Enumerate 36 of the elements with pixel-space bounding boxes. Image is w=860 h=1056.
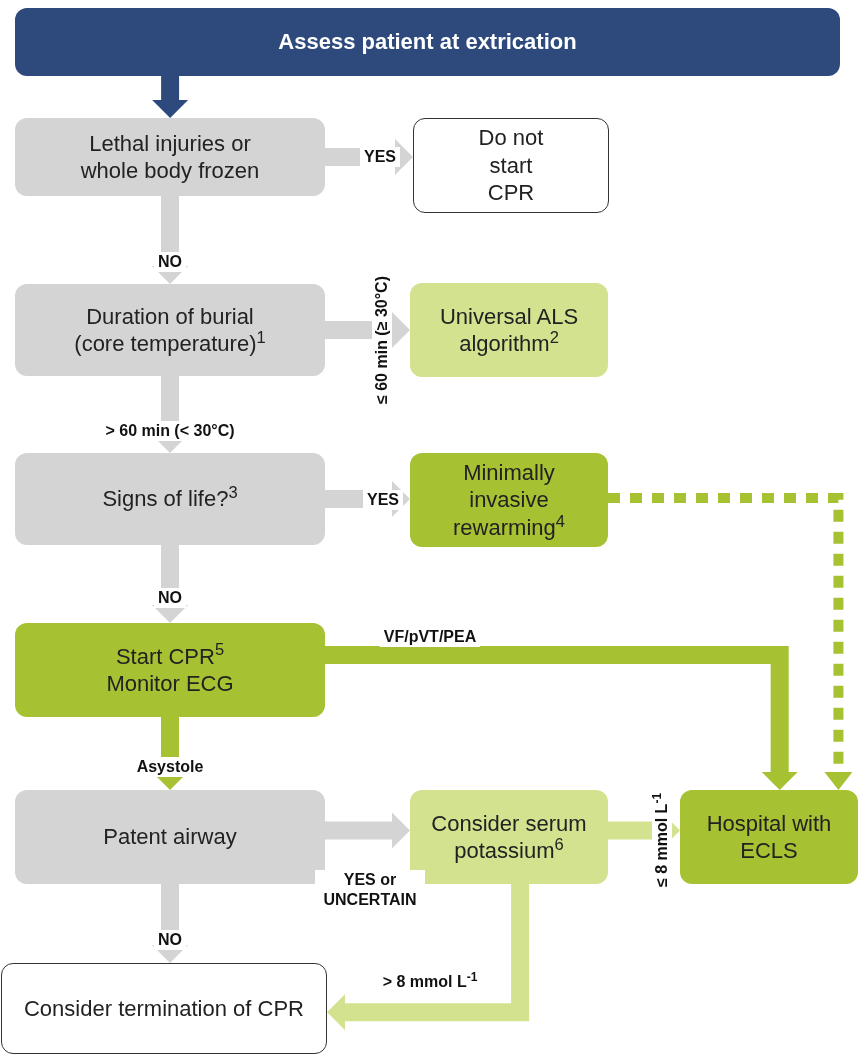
node-text: Start CPR$^{5}$ Monitor ECG — [105, 642, 235, 698]
process-box — [15, 118, 325, 196]
process-box — [15, 284, 325, 376]
arrow — [325, 312, 410, 348]
node-text: Duration of burial (core temperature)$^{1}$ — [73, 302, 267, 358]
dashed-arrow — [608, 493, 853, 790]
node-text: Do not start CPR — [477, 124, 545, 207]
node-text: Universal ALS algorithm$^{2}$ — [438, 302, 580, 358]
process-box — [15, 453, 325, 545]
node-text: Assess patient at extrication — [278, 28, 577, 56]
process-box — [15, 623, 325, 717]
edge-label: VF/pVT/PEA — [379, 627, 481, 647]
process-box — [15, 790, 325, 884]
process-box — [680, 790, 858, 884]
process-box — [413, 118, 609, 213]
process-box — [410, 283, 608, 377]
edge-label: NO — [154, 252, 186, 272]
node-text: Consider termination of CPR — [24, 994, 304, 1023]
node-text: Consider serum potassium$^{6}$ — [430, 809, 588, 865]
node-text: Patent airway — [103, 823, 237, 851]
node-text: Signs of life?$^{3}$ — [102, 485, 238, 513]
arrow — [325, 645, 798, 790]
edge-label: NO — [154, 588, 186, 608]
arrow — [152, 76, 189, 118]
header-bar — [15, 8, 840, 76]
arrow — [327, 884, 530, 1031]
node-text: Hospital with ECLS — [705, 809, 833, 865]
process-box — [410, 453, 608, 547]
node-text: Minimally invasive rewarming$^{4}$ — [452, 458, 566, 542]
edge-label: NO — [154, 930, 186, 950]
process-box — [410, 790, 608, 884]
edge-label: YES — [363, 490, 403, 510]
arrow — [325, 812, 410, 849]
edge-label: YES — [360, 147, 400, 167]
process-box — [1, 963, 327, 1054]
node-text: Lethal injuries or whole body frozen — [79, 129, 261, 185]
